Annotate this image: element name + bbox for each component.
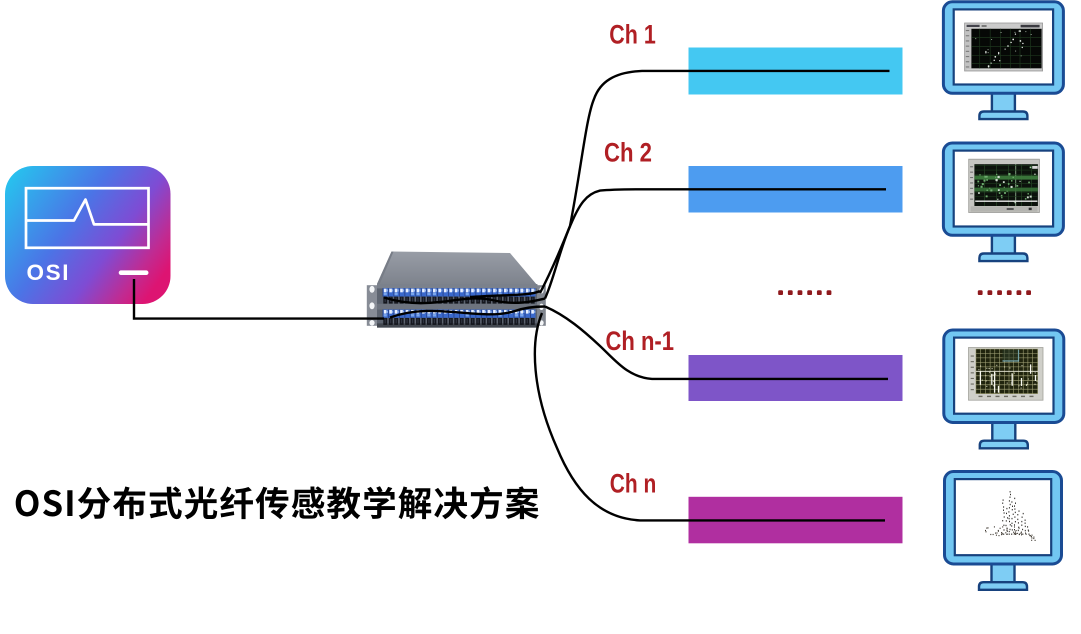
svg-text:Ch 1: Ch 1 bbox=[609, 20, 656, 50]
svg-text:Ch n: Ch n bbox=[610, 468, 657, 498]
svg-text:OSI: OSI bbox=[27, 260, 71, 285]
svg-text:Ch n-1: Ch n-1 bbox=[606, 326, 675, 356]
svg-text:Ch 2: Ch 2 bbox=[604, 137, 652, 167]
